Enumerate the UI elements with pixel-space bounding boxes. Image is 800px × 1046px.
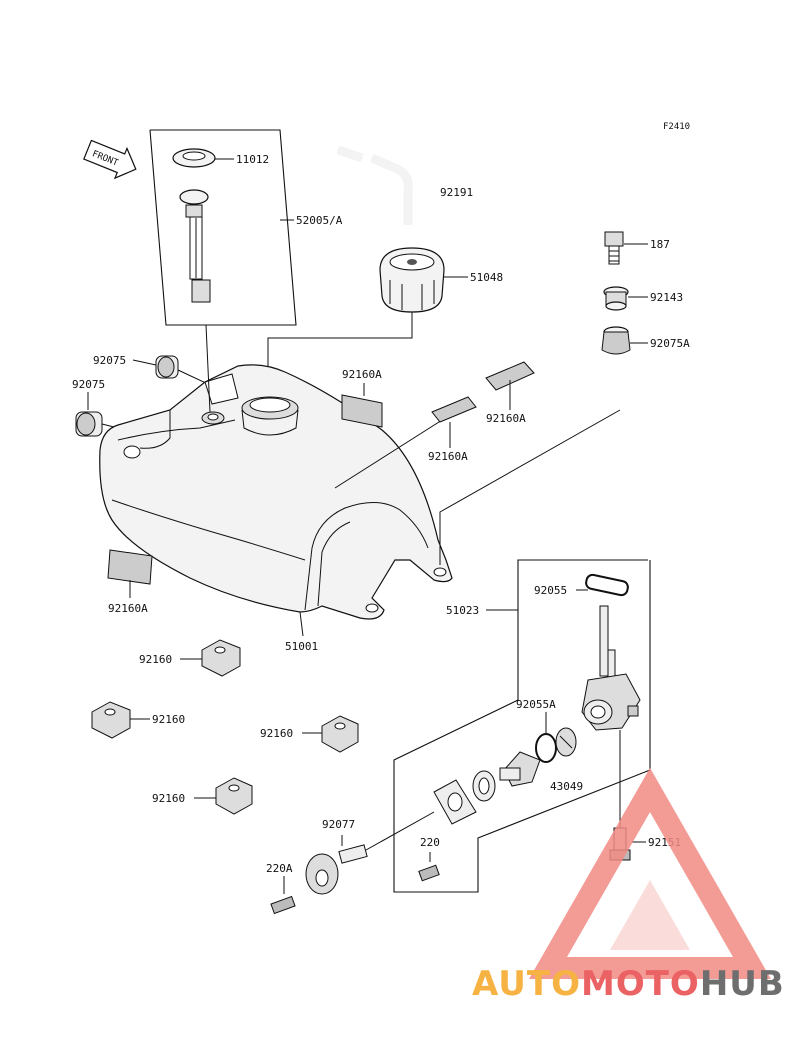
front-arrow-icon: FRONT (83, 139, 137, 180)
label-220: 220 (420, 836, 440, 849)
fuel-gauge-part (179, 189, 209, 205)
clip-92160-3: 92160 (260, 715, 359, 753)
label-92143: 92143 (650, 291, 683, 304)
fuel-tap-assembly-51023: 51023 92055 92055A 43049 220 (393, 559, 651, 893)
label-92160-4: 92160 (152, 792, 185, 805)
label-92055: 92055 (534, 584, 567, 597)
label-92160-3: 92160 (260, 727, 293, 740)
lever-92077: 92077 (305, 811, 435, 895)
label-52005A: 52005/A (296, 214, 343, 227)
clip-92160-2: 92160 (91, 701, 185, 739)
logo-text-auto: AUTO (472, 964, 581, 1004)
pad-92160A-2: 92160A (428, 396, 477, 463)
clip-92160-1: 92160 (139, 639, 241, 677)
label-92055A: 92055A (516, 698, 556, 711)
clip-92160-4: 92160 (152, 777, 253, 815)
label-187: 187 (650, 238, 670, 251)
automotohub-logo: AUTOMOTOHUB (472, 767, 785, 1004)
label-92191: 92191 (440, 186, 473, 199)
label-51048: 51048 (470, 271, 503, 284)
label-51023: 51023 (446, 604, 479, 617)
label-43049: 43049 (550, 780, 583, 793)
damper-92075-lower: 92075 (72, 378, 119, 437)
damper-92075-upper: 92075 (93, 354, 211, 386)
label-220A: 220A (266, 862, 293, 875)
label-92077: 92077 (322, 818, 355, 831)
logo-text-hub: HUB (700, 964, 785, 1004)
label-92075-upper: 92075 (93, 354, 126, 367)
label-92075-lower: 92075 (72, 378, 105, 391)
gauge-kit-group: 11012 52005/A (149, 129, 343, 326)
figure-code: F2410 (663, 122, 690, 132)
label-92160-2: 92160 (152, 713, 185, 726)
label-92160A-3: 92160A (486, 412, 526, 425)
pad-92160A-3: 92160A (485, 361, 535, 425)
logo-text-moto: MOTO (581, 964, 700, 1004)
label-92075A: 92075A (650, 337, 690, 350)
label-51001: 51001 (285, 640, 318, 653)
label-11012: 11012 (236, 153, 269, 166)
label-92160A-4: 92160A (108, 602, 148, 615)
label-92160A-2: 92160A (428, 450, 468, 463)
pad-92160A-4: 92160A (107, 549, 153, 615)
breather-hose-92191: 92191 (336, 145, 473, 225)
bolt-187: 187 (604, 231, 670, 265)
label-92160-1: 92160 (139, 653, 172, 666)
pad-92160A-1: 92160A (341, 368, 383, 428)
fuel-cap-51048: 51048 (267, 247, 503, 395)
collar-92143: 92143 (603, 286, 683, 311)
damper-92075A: 92075A (601, 326, 690, 355)
svg-text:AUTOMOTOHUB: AUTOMOTOHUB (472, 964, 785, 1004)
screw-220A: 220A (266, 862, 296, 915)
label-92160A-1: 92160A (342, 368, 382, 381)
fuel-tank-51001: 51001 (99, 364, 453, 653)
